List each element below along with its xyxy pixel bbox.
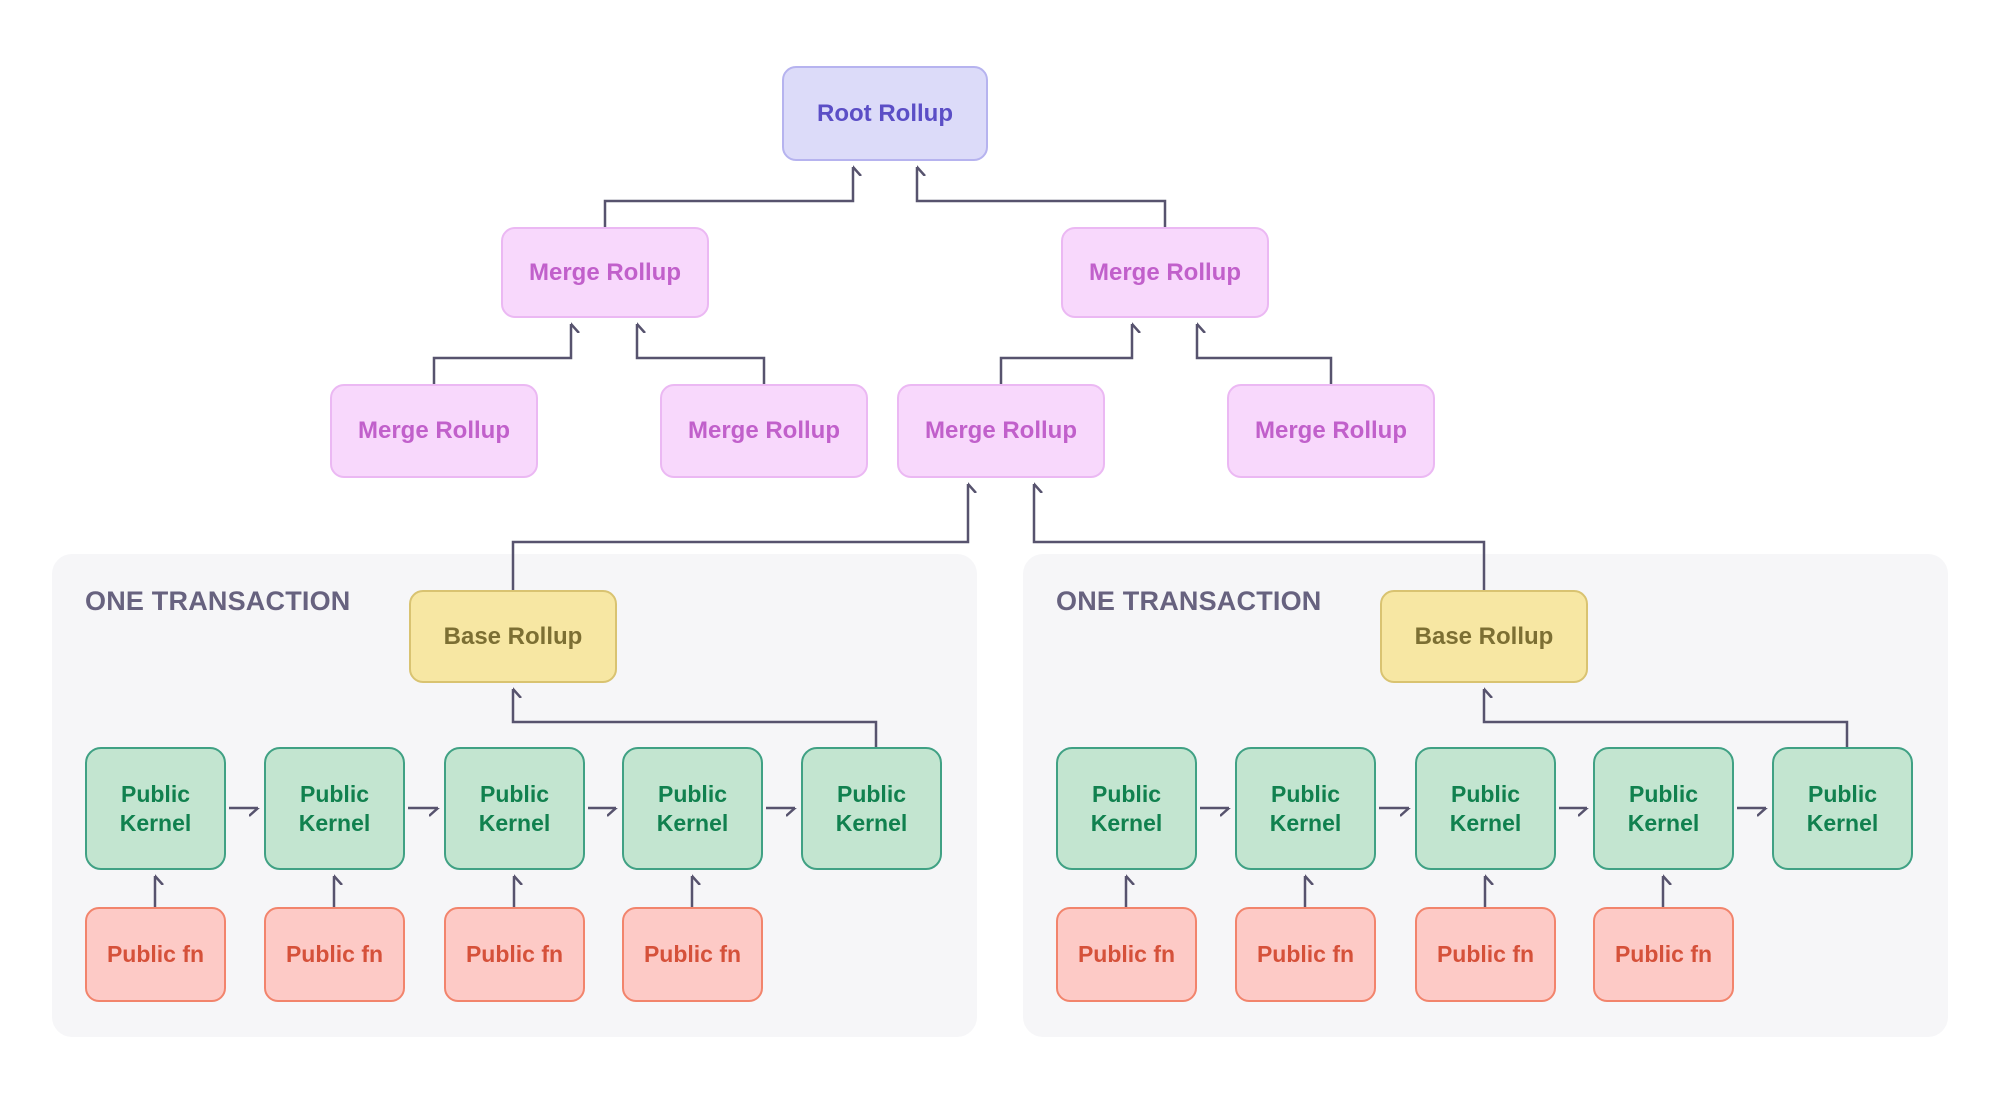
node-label: Public fn (1436, 941, 1535, 968)
node-label: Merge Rollup (357, 417, 510, 445)
node-public-kernel-right-2: Public Kernel (1235, 747, 1376, 870)
node-public-kernel-left-1: Public Kernel (85, 747, 226, 870)
node-label: Public fn (285, 941, 384, 968)
node-label: Public fn (1614, 941, 1713, 968)
node-label: Public Kernel (1806, 781, 1879, 836)
node-label: Public Kernel (1627, 781, 1700, 836)
edge-kernel5-right-to-base-right (1482, 689, 1849, 747)
node-public-fn-right-1: Public fn (1056, 907, 1197, 1002)
node-public-kernel-left-3: Public Kernel (444, 747, 585, 870)
node-merge-rollup-l2-left: Merge Rollup (501, 227, 709, 318)
node-merge-rollup-l3-3: Merge Rollup (897, 384, 1105, 478)
node-label: Public fn (106, 941, 205, 968)
node-public-fn-left-1: Public fn (85, 907, 226, 1002)
edge-merge-l3-2-to-l2-left (635, 324, 766, 384)
node-public-kernel-left-5: Public Kernel (801, 747, 942, 870)
node-label: Root Rollup (817, 99, 953, 127)
edge-base-right-to-merge-l3-3 (1032, 484, 1486, 590)
node-public-fn-left-4: Public fn (622, 907, 763, 1002)
node-public-kernel-right-4: Public Kernel (1593, 747, 1734, 870)
node-public-fn-right-2: Public fn (1235, 907, 1376, 1002)
node-public-fn-left-2: Public fn (264, 907, 405, 1002)
node-label: Merge Rollup (687, 417, 840, 445)
edge-base-left-to-merge-l3-3 (511, 484, 968, 590)
node-label: Merge Rollup (1254, 417, 1407, 445)
node-label: Public fn (1077, 941, 1176, 968)
node-public-kernel-right-5: Public Kernel (1772, 747, 1913, 870)
node-merge-rollup-l2-right: Merge Rollup (1061, 227, 1269, 318)
edge-merge-l3-1-to-l2-left (432, 324, 571, 384)
node-merge-rollup-l3-1: Merge Rollup (330, 384, 538, 478)
edges-group (153, 167, 1849, 907)
panel-title: ONE TRANSACTION (85, 586, 351, 616)
node-label: Public fn (1256, 941, 1355, 968)
node-public-kernel-right-1: Public Kernel (1056, 747, 1197, 870)
node-label: Public Kernel (835, 781, 908, 836)
node-merge-rollup-l3-2: Merge Rollup (660, 384, 868, 478)
node-public-kernel-left-2: Public Kernel (264, 747, 405, 870)
node-label: Public Kernel (119, 781, 192, 836)
node-merge-rollup-l3-4: Merge Rollup (1227, 384, 1435, 478)
node-label: Merge Rollup (528, 258, 681, 286)
node-label: Base Rollup (1414, 622, 1554, 650)
node-public-fn-left-3: Public fn (444, 907, 585, 1002)
node-label: Public fn (465, 941, 564, 968)
node-label: Merge Rollup (1088, 258, 1241, 286)
node-root-rollup: Root Rollup (782, 66, 988, 161)
node-base-rollup-right: Base Rollup (1380, 590, 1588, 683)
node-public-fn-right-3: Public fn (1415, 907, 1556, 1002)
node-label: Public Kernel (298, 781, 371, 836)
edge-merge-l2-right-to-root (915, 167, 1167, 227)
node-label: Public Kernel (478, 781, 551, 836)
edge-merge-l3-3-to-l2-right (999, 324, 1132, 384)
node-base-rollup-left: Base Rollup (409, 590, 617, 683)
node-public-fn-right-4: Public fn (1593, 907, 1734, 1002)
edge-merge-l2-left-to-root (603, 167, 853, 227)
node-label: Public Kernel (1269, 781, 1342, 836)
panel-title: ONE TRANSACTION (1056, 586, 1322, 616)
node-label: Public Kernel (1090, 781, 1163, 836)
node-label: Merge Rollup (924, 417, 1077, 445)
node-label: Public Kernel (656, 781, 729, 836)
node-public-kernel-right-3: Public Kernel (1415, 747, 1556, 870)
node-label: Public Kernel (1449, 781, 1522, 836)
edge-kernel5-left-to-base-left (511, 689, 878, 747)
edge-merge-l3-4-to-l2-right (1195, 324, 1333, 384)
node-label: Public fn (643, 941, 742, 968)
node-public-kernel-left-4: Public Kernel (622, 747, 763, 870)
node-label: Base Rollup (443, 622, 583, 650)
